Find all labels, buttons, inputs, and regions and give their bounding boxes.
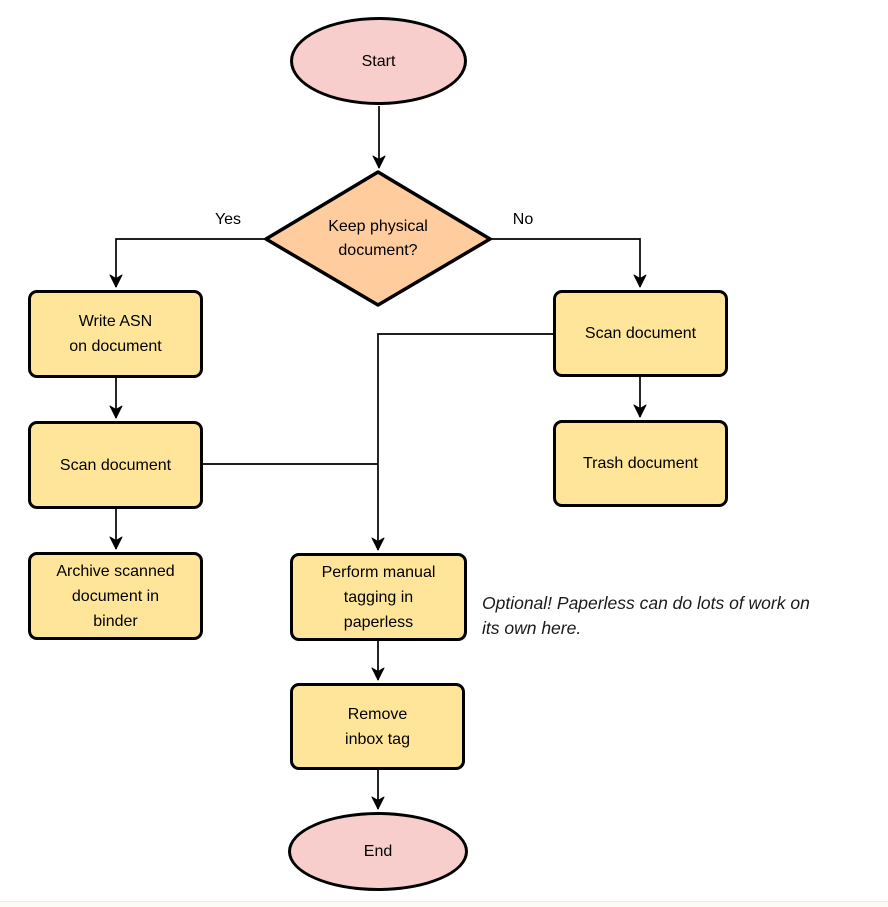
edge-decision-no-to-scan-right xyxy=(490,238,647,288)
node-manual-tagging-label: Perform manual tagging in paperless xyxy=(321,563,436,631)
node-scan-document-right-label: Scan document xyxy=(584,325,697,342)
decision-diamond-shape xyxy=(264,170,492,307)
node-remove-inbox-tag-label: Remove inbox tag xyxy=(345,705,410,748)
node-end-label: End xyxy=(363,843,393,860)
node-decision: Keep physical document? xyxy=(262,169,494,308)
edge-scan-right-to-tagging xyxy=(371,333,553,551)
node-scan-document-left: Scan document xyxy=(28,421,203,509)
node-manual-tagging: Perform manual tagging in paperless xyxy=(290,553,467,641)
node-trash-document-label: Trash document xyxy=(582,455,698,472)
page-bottom-edge xyxy=(0,901,888,907)
optional-note: Optional! Paperless can do lots of work … xyxy=(482,593,810,638)
node-archive-in-binder-label: Archive scanned document in binder xyxy=(56,562,175,630)
node-scan-document-right: Scan document xyxy=(553,290,728,377)
node-decision-label: Keep physical document? xyxy=(328,217,428,259)
node-write-asn-label: Write ASN on document xyxy=(69,313,162,355)
edge-label-yes: Yes xyxy=(214,211,242,228)
node-trash-document: Trash document xyxy=(553,420,728,507)
node-remove-inbox-tag: Remove inbox tag xyxy=(290,683,465,770)
edge-label-no: No xyxy=(512,211,534,228)
node-archive-in-binder: Archive scanned document in binder xyxy=(28,552,203,640)
node-write-asn: Write ASN on document xyxy=(28,290,203,378)
node-scan-document-left-label: Scan document xyxy=(59,456,172,474)
node-start: Start xyxy=(290,17,467,105)
edge-decision-yes-to-write-asn xyxy=(109,238,266,288)
node-end: End xyxy=(288,812,468,891)
node-start-label: Start xyxy=(361,52,396,70)
